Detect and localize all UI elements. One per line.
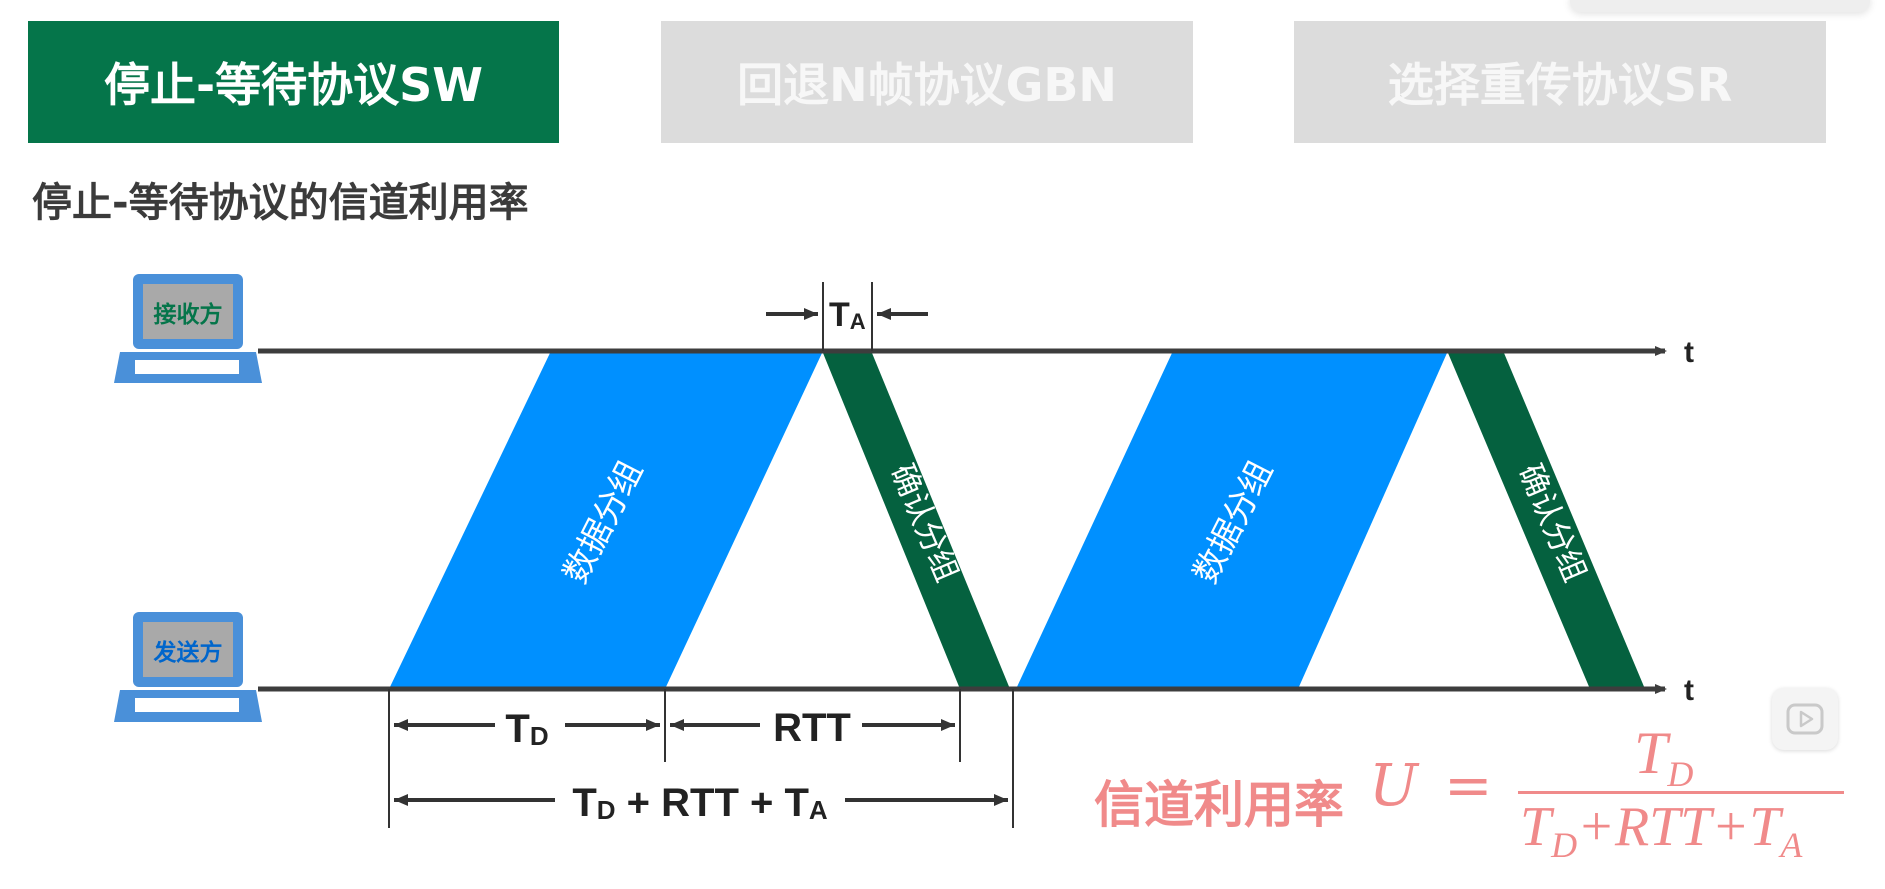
ta-label: TA [829, 296, 866, 334]
formula-u: U [1369, 751, 1418, 819]
ack-packet-2 [1448, 353, 1645, 689]
play-button[interactable] [1772, 688, 1838, 750]
formula-numerator: TD [1634, 720, 1694, 794]
formula-label: 信道利用率 [1094, 776, 1344, 834]
data-packet-1 [389, 353, 822, 689]
top-overlay-bubble [1570, 0, 1870, 12]
ta-marker [766, 282, 928, 351]
receiver-label: 接收方 [154, 301, 223, 327]
receiver-axis-label: t [1684, 336, 1694, 369]
total-label: TD + RTT + TA [572, 781, 828, 825]
ack-packet-1 [823, 353, 1010, 689]
sender-axis-label: t [1684, 674, 1694, 707]
tab-go-back-n[interactable]: 回退N帧协议GBN [661, 21, 1193, 143]
play-icon [1786, 703, 1824, 735]
data-packet-2 [1016, 353, 1447, 689]
sender-computer-icon [114, 612, 262, 722]
rtt-label: RTT [773, 706, 851, 750]
formula-fraction-bar [1518, 791, 1844, 794]
formula-equals: = [1444, 751, 1493, 819]
formula-denominator: TD+RTT+TA [1520, 796, 1803, 866]
sender-label: 发送方 [153, 639, 223, 665]
tab-selective-repeat[interactable]: 选择重传协议SR [1294, 21, 1826, 143]
page-title: 停止-等待协议的信道利用率 [32, 180, 529, 226]
td-label: TD [505, 707, 548, 751]
tab-stop-and-wait[interactable]: 停止-等待协议SW [28, 21, 559, 143]
utilization-formula: 信道利用率 U = TD TD+RTT+TA [1094, 720, 1854, 875]
receiver-computer-icon [114, 274, 262, 383]
